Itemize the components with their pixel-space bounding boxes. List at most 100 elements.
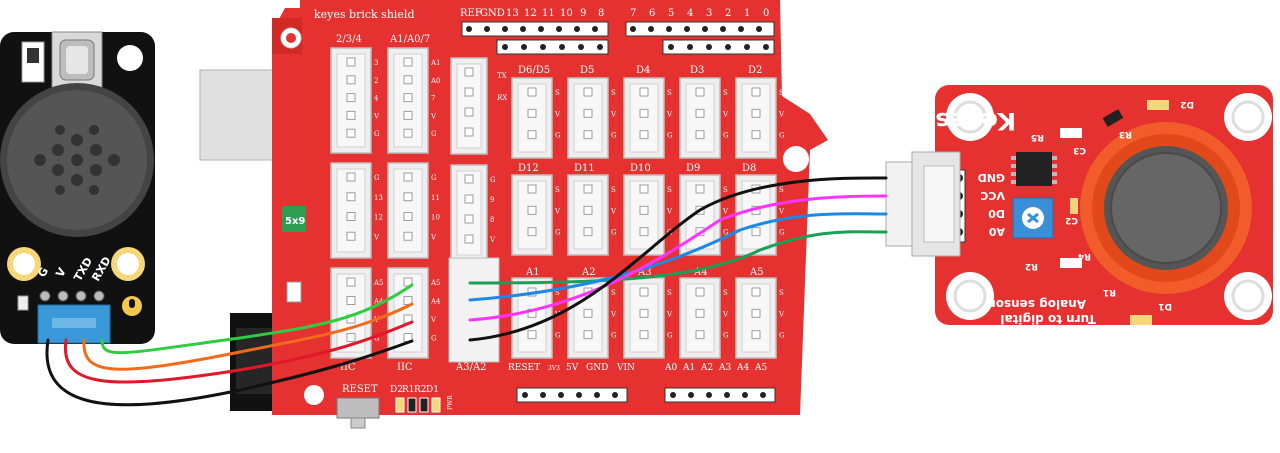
top-label-right: 4: [687, 8, 693, 19]
pin-hole: [639, 308, 649, 318]
grove-connector[interactable]: SVG: [511, 77, 561, 159]
grove-connector[interactable]: SVG: [679, 77, 729, 159]
pin-label: 2: [374, 77, 378, 85]
pin-hole: [527, 227, 537, 237]
pin-label: S: [555, 89, 560, 97]
shield-title: keyes brick shield: [314, 8, 415, 21]
pin-label: V: [610, 310, 617, 318]
row3-label: A4: [693, 267, 708, 278]
pin-label: V: [778, 310, 785, 318]
top-label-left: 11: [542, 8, 555, 19]
pin-label: V: [778, 207, 785, 215]
pin-hole: [346, 277, 356, 287]
grove-connector[interactable]: [450, 57, 488, 155]
pin-hole: [403, 212, 413, 221]
pin-hole: [751, 227, 761, 237]
pin-label: V: [778, 110, 785, 118]
top-label-right: 1: [744, 8, 750, 19]
pin-hole: [583, 330, 593, 340]
pin-label: V: [722, 110, 729, 118]
bottom-pin: [688, 392, 694, 398]
pin-label: G: [431, 130, 437, 138]
pin-label: G: [431, 174, 437, 182]
bottom-pin: [522, 392, 528, 398]
led-label: D2: [390, 385, 403, 395]
pin-label: G: [374, 130, 380, 138]
analog-label: A3: [718, 363, 731, 373]
grove-connector[interactable]: SVG: [735, 77, 785, 159]
bottom-pin: [558, 392, 564, 398]
pin-hole: [639, 108, 649, 118]
pin-hole: [527, 205, 537, 215]
pin-hole: [464, 234, 474, 244]
power-label: 3V3: [548, 365, 560, 372]
row2-label: D9: [686, 163, 700, 174]
pin-hole: [583, 308, 593, 318]
iic-label-left: IIC: [340, 362, 356, 373]
top-label-left: 8: [598, 8, 604, 19]
pin-label: G: [611, 229, 617, 237]
pin-hole: [527, 87, 537, 97]
pin-hole: [346, 75, 356, 85]
pin-label: 13: [374, 194, 383, 202]
grove-connector[interactable]: SVG: [511, 174, 561, 256]
top-pin: [466, 26, 472, 32]
grove-connector[interactable]: SVG: [567, 77, 617, 159]
pin-hole: [346, 93, 356, 103]
top-pin: [666, 26, 672, 32]
pin-label: V: [666, 110, 673, 118]
pin-label: G: [779, 332, 785, 340]
row1-label: D4: [636, 65, 650, 76]
bottom-pin: [670, 392, 676, 398]
led-mark: [431, 397, 441, 413]
pin-hole: [403, 172, 413, 182]
bottom-pin: [760, 392, 766, 398]
reset-button[interactable]: [336, 397, 380, 419]
pin-hole: [527, 330, 537, 340]
pin-hole: [751, 130, 761, 140]
wire-black-voice: [45, 338, 414, 407]
wire-black-sensor: [468, 176, 888, 342]
sensor-title-line2: Analog sensor: [990, 297, 1086, 311]
pin-label: G: [611, 132, 617, 140]
grove-connector[interactable]: SVG: [567, 277, 617, 359]
pin-label: S: [723, 89, 728, 97]
pin-label: G: [667, 132, 673, 140]
component-label: R4: [1078, 251, 1091, 261]
component-label: D1: [1158, 301, 1172, 311]
top-pin: [763, 44, 769, 50]
pin-hole: [583, 87, 593, 97]
bottom-pin: [594, 392, 600, 398]
pin-label: G: [555, 229, 561, 237]
grove-connector[interactable]: SVG: [567, 174, 617, 256]
pin-hole: [695, 287, 705, 297]
top-pin: [648, 26, 654, 32]
top-label-right: 7: [630, 8, 636, 19]
bottom-pin: [742, 392, 748, 398]
top-pin: [559, 44, 565, 50]
top-pin: [592, 26, 598, 32]
pin-label: V: [610, 207, 617, 215]
grove-connector[interactable]: SVG: [679, 277, 729, 359]
grove-connector[interactable]: SVG: [623, 77, 673, 159]
pin-hole: [346, 172, 356, 182]
pwr-label: PWR: [447, 395, 454, 410]
grove-connector[interactable]: SVG: [623, 277, 673, 359]
top-pin: [540, 44, 546, 50]
pin-label: S: [611, 89, 616, 97]
top-label-left: 10: [560, 8, 573, 19]
row2-label: D11: [574, 163, 595, 174]
pin-label: V: [430, 233, 437, 241]
row1-label: D2: [748, 65, 762, 76]
a3a2-connector[interactable]: [448, 257, 500, 363]
analog-header: [664, 387, 776, 403]
power-label: GND: [586, 363, 608, 373]
grove-connector[interactable]: SVG: [735, 277, 785, 359]
row3-label: A5: [749, 267, 764, 278]
